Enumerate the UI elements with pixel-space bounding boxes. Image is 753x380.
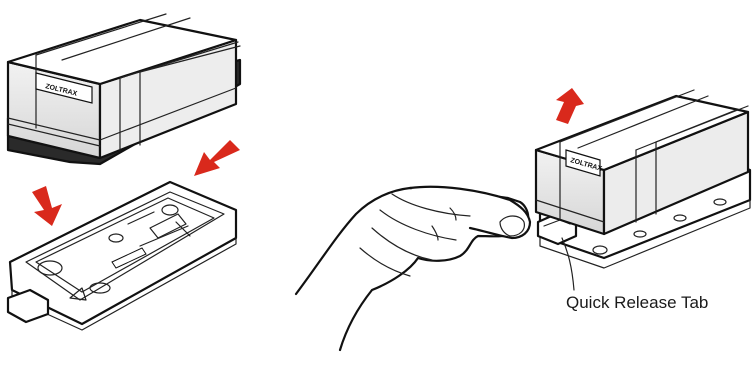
up-arrow-icon [556, 88, 584, 124]
base-tray-left [6, 180, 238, 331]
quick-release-tab-label: Quick Release Tab [566, 293, 709, 312]
down-arrow-icon [32, 186, 62, 226]
device-left: ZOLTRAX [6, 13, 242, 166]
callout-leader-line [561, 237, 575, 291]
device-right: ZOLTRAX [534, 89, 750, 236]
hand-illustration [294, 185, 532, 352]
down-left-arrow-icon [194, 140, 240, 176]
device-logo-right: ZOLTRAX [565, 149, 603, 177]
